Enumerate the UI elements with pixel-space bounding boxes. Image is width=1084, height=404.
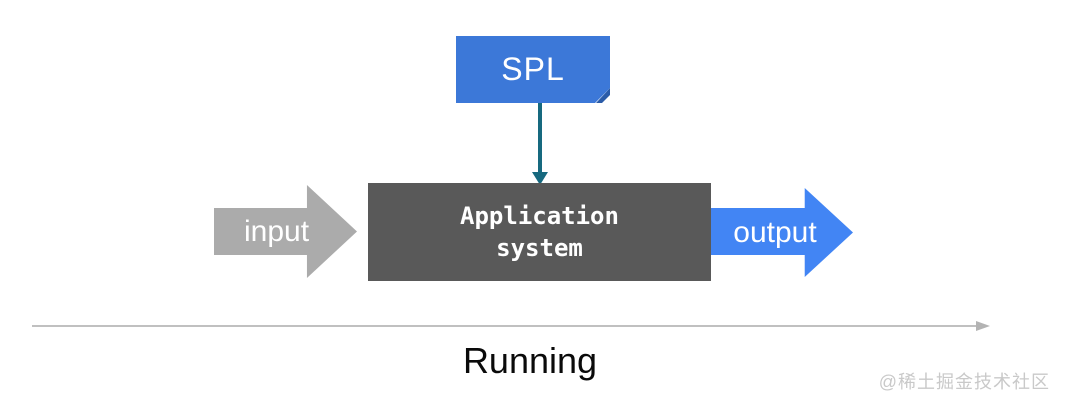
running-timeline-arrowhead-icon	[976, 321, 990, 331]
application-system-node: Application system	[368, 183, 711, 281]
watermark-text: @稀土掘金技术社区	[878, 372, 1050, 392]
input-label: input	[243, 214, 310, 248]
running-label: Running	[462, 340, 598, 381]
spl-label: SPL	[501, 51, 565, 87]
input-arrow: input	[214, 185, 357, 278]
application-system-label-line1: Application	[460, 202, 619, 230]
output-label: output	[733, 215, 817, 249]
spl-fold-corner-icon	[596, 88, 610, 103]
spl-to-app-connector-line	[538, 103, 542, 173]
spl-to-app-arrowhead-icon	[532, 172, 548, 185]
spl-node: SPL	[456, 36, 610, 103]
running-timeline-line	[32, 325, 976, 327]
output-arrow: output	[711, 188, 853, 277]
application-system-label-line2: system	[496, 234, 583, 262]
